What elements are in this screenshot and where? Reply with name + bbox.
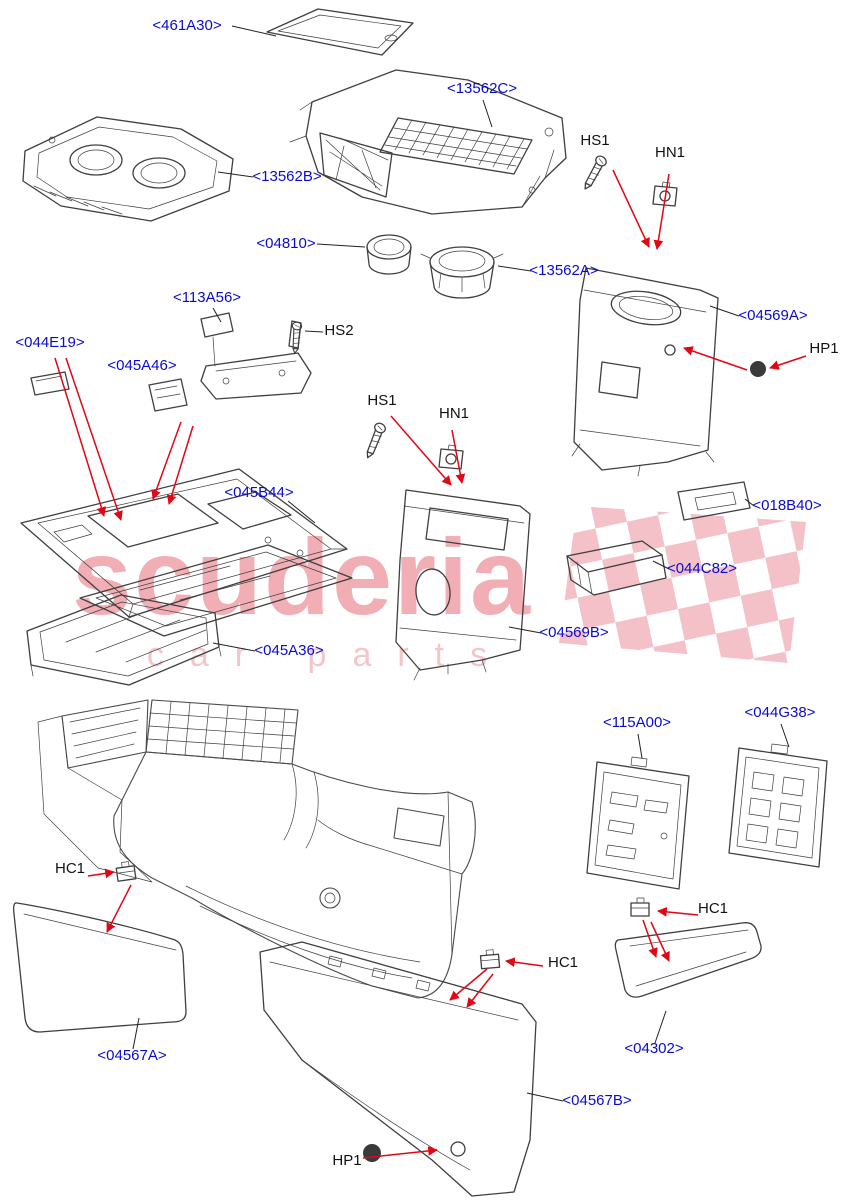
part-number-04567A[interactable]: <04567A> [97,1047,166,1064]
plug-icon [750,361,766,377]
watermark-subtitle-text: car parts [147,636,513,674]
hardware-code-labels: HS1 HN1 HS2 HS1 HN1 HP1 HC1 HC1 HC1 HP1 [55,132,839,1169]
clip-icon [479,948,501,970]
part-number-461A30[interactable]: <461A30> [152,17,221,34]
part-number-044C82[interactable]: <044C82> [667,560,737,577]
hardware-code-hn1-mid: HN1 [439,405,469,422]
hardware-code-hc1-right: HC1 [698,900,728,917]
plug-icon [363,1144,381,1162]
part-045A36-lower-tray-drawing [26,544,353,686]
part-04302-trim-strip-drawing [614,922,762,998]
part-number-04302[interactable]: <04302> [624,1040,683,1057]
red-arrow-leaders [54,169,807,1159]
part-113A56-bracket-drawing [200,312,312,400]
part-number-04567B[interactable]: <04567B> [562,1092,631,1109]
clip-icon [630,897,650,917]
part-number-04569A[interactable]: <04569A> [738,307,807,324]
part-115A00-carrier-panel-drawing [586,756,690,890]
part-13562C-console-frame-drawing [289,69,567,215]
part-number-045B44[interactable]: <045B44> [224,484,293,501]
part-04569B-rear-panel-drawing [395,489,531,681]
hardware-code-hs2: HS2 [324,322,353,339]
part-044E19-cap-drawing [30,371,70,396]
hardware-code-hp1-right: HP1 [809,340,838,357]
part-13562A-cupholder-drawing [420,246,504,299]
hardware-code-hn1-top: HN1 [655,144,685,161]
part-04569A-rear-panel-drawing [571,267,719,477]
part-number-045A36[interactable]: <045A36> [254,642,323,659]
part-number-13562B[interactable]: <13562B> [252,168,321,185]
watermark: scuderia car parts [72,506,806,674]
screw-icon [577,153,610,192]
part-number-04810[interactable]: <04810> [256,235,315,252]
part-number-04569B[interactable]: <04569B> [539,624,608,641]
leader-lines [132,25,790,1102]
part-044G38-carrier-panel-drawing [728,743,828,868]
watermark-brand-text: scuderia [72,516,532,637]
hardware-code-hc1-left: HC1 [55,860,85,877]
part-number-045A46[interactable]: <045A46> [107,357,176,374]
part-04567A-side-panel-drawing [12,902,187,1033]
part-number-13562A[interactable]: <13562A> [529,262,598,279]
part-number-113A56[interactable]: <113A56> [173,289,241,306]
hardware-code-hc1-center: HC1 [548,954,578,971]
part-461A30-lid-panel-drawing [266,8,414,56]
part-045A46-cap-drawing [148,378,188,412]
part-044C82-stowage-box-drawing [566,540,667,596]
hardware-code-hs1-mid: HS1 [367,392,396,409]
part-04567B-side-panel-drawing [259,941,537,1197]
screw-icon [359,420,389,460]
hardware-code-hs1-top: HS1 [580,132,609,149]
part-018B40-trim-plate-drawing [677,481,751,521]
hardware-code-hp1-bottom: HP1 [332,1152,361,1169]
part-number-115A00[interactable]: <115A00> [603,714,671,731]
part-04810-cup-drawing [366,234,412,275]
part-number-018B40[interactable]: <018B40> [752,497,821,514]
part-13562B-console-tray-drawing [22,116,234,222]
part-number-13562C[interactable]: <13562C> [447,80,517,97]
part-number-labels: <461A30> <13562C> <13562B> <04810> <1356… [15,17,821,1109]
part-045B44-top-panel-drawing [20,468,348,618]
part-number-044G38[interactable]: <044G38> [745,704,816,721]
part-number-044E19[interactable]: <044E19> [15,334,84,351]
part-console-assembly-drawing [37,699,476,999]
